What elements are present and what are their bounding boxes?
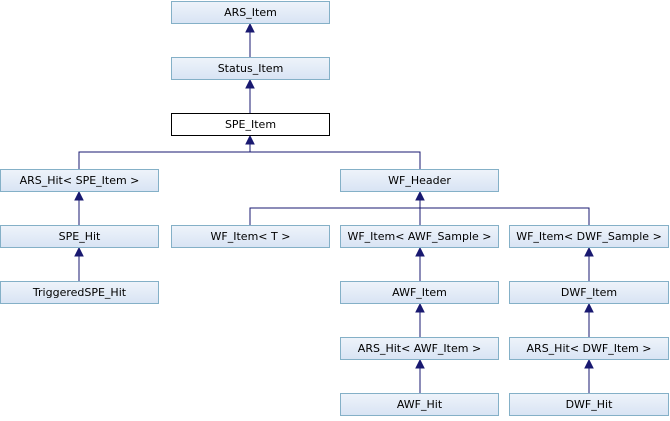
arrowhead (584, 358, 594, 369)
arrowhead (415, 358, 425, 369)
node-ars-item[interactable]: ARS_Item (171, 1, 330, 24)
arrowhead (245, 22, 255, 33)
node-dwf-item[interactable]: DWF_Item (509, 281, 669, 304)
node-wf-header[interactable]: WF_Header (340, 169, 499, 192)
node-ars-hit-awf-item[interactable]: ARS_Hit< AWF_Item > (340, 337, 499, 360)
node-spe-hit[interactable]: SPE_Hit (0, 225, 159, 248)
arrowhead (245, 134, 255, 145)
node-awf-item[interactable]: AWF_Item (340, 281, 499, 304)
arrowhead (245, 78, 255, 89)
node-wf-item-t[interactable]: WF_Item< T > (171, 225, 330, 248)
node-status-item[interactable]: Status_Item (171, 57, 330, 80)
node-dwf-hit[interactable]: DWF_Hit (509, 393, 669, 416)
arrowhead (74, 246, 84, 257)
node-awf-hit[interactable]: AWF_Hit (340, 393, 499, 416)
node-triggered-spe-hit[interactable]: TriggeredSPE_Hit (0, 281, 159, 304)
node-spe-item: SPE_Item (171, 113, 330, 136)
arrowhead (74, 190, 84, 201)
arrowhead (415, 246, 425, 257)
arrowhead (584, 302, 594, 313)
node-wf-item-dwf-sample[interactable]: WF_Item< DWF_Sample > (509, 225, 669, 248)
edge-wf-items-to-wf-header (249, 200, 590, 225)
arrowhead (415, 190, 425, 201)
node-ars-hit-dwf-item[interactable]: ARS_Hit< DWF_Item > (509, 337, 669, 360)
edge-level3-to-spe-item (78, 144, 421, 169)
arrowhead (584, 246, 594, 257)
node-wf-item-awf-sample[interactable]: WF_Item< AWF_Sample > (340, 225, 499, 248)
arrowhead (415, 302, 425, 313)
node-ars-hit-spe-item[interactable]: ARS_Hit< SPE_Item > (0, 169, 159, 192)
